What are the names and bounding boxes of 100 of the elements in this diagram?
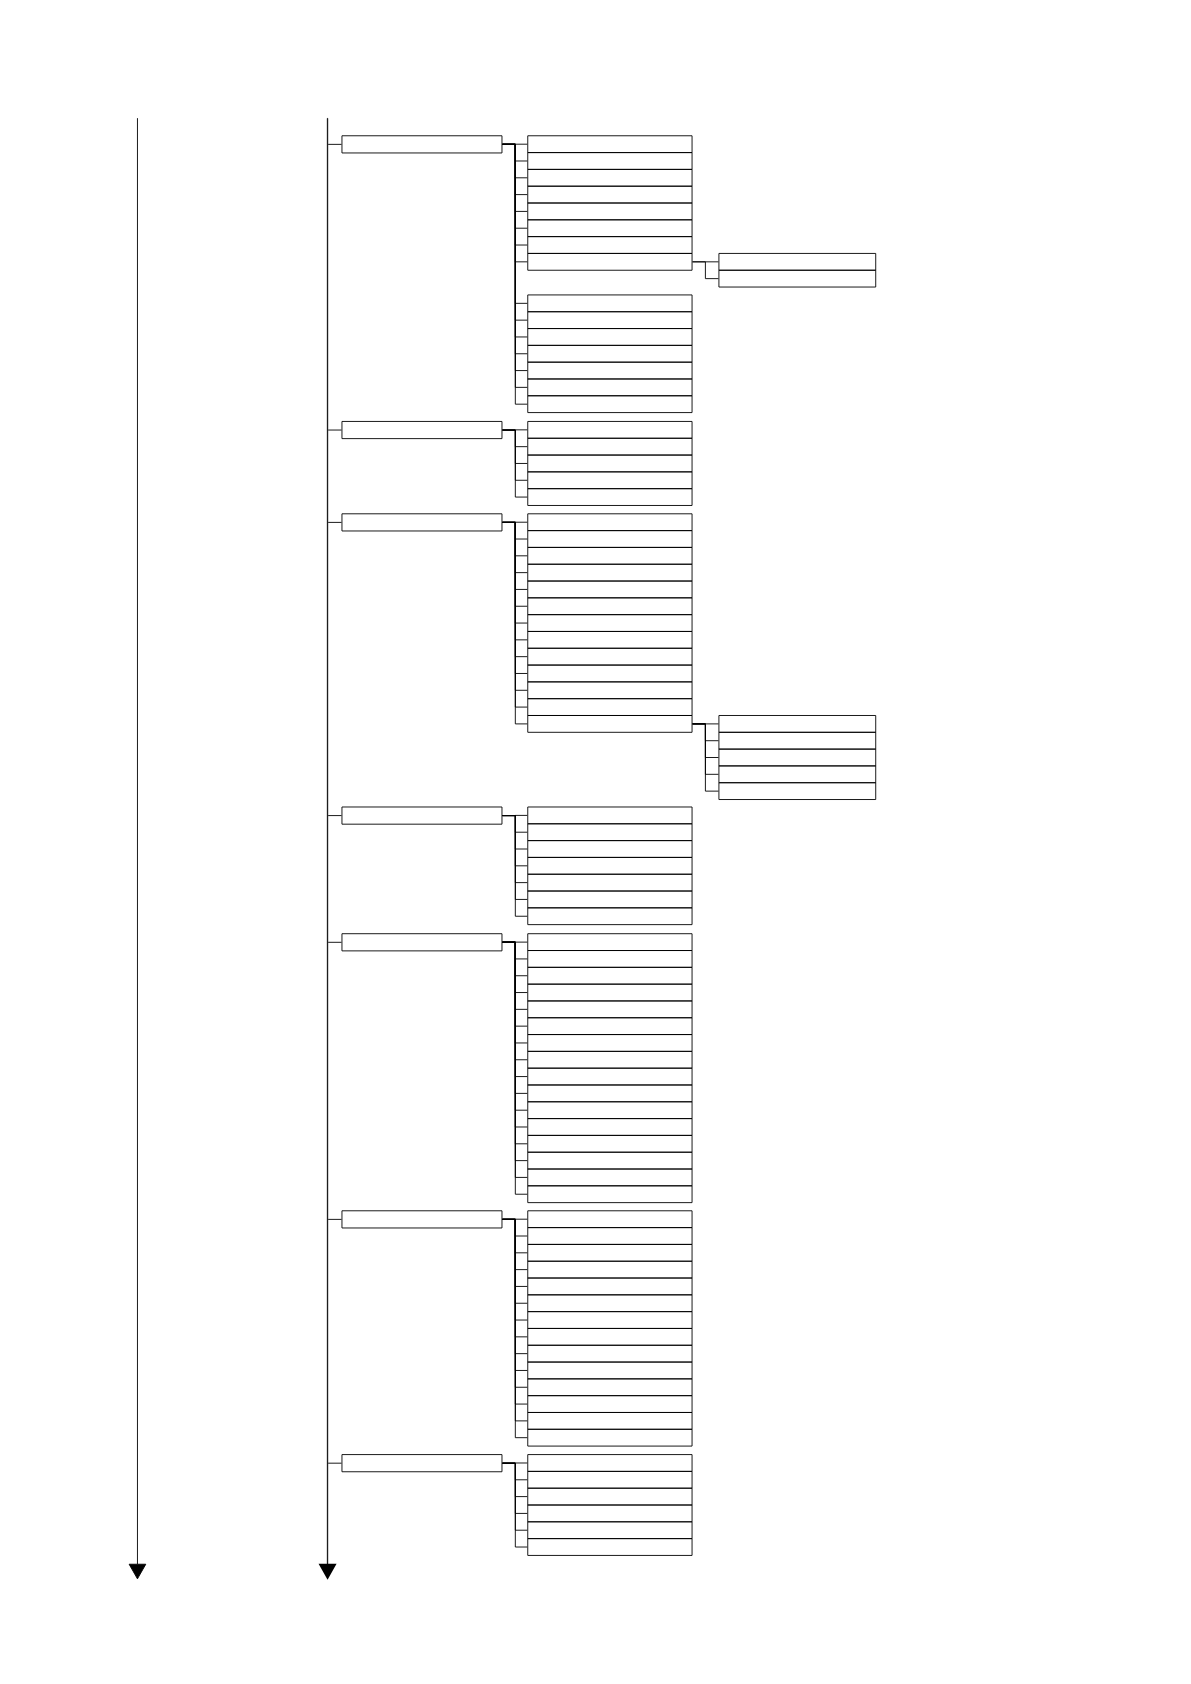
empty-box [527,840,693,858]
empty-box [718,731,877,750]
empty-box [527,513,693,532]
empty-box [527,421,693,439]
empty-box [527,454,693,473]
connector-line [502,429,528,498]
empty-box [527,1185,693,1204]
timeline-arrow [318,118,337,1580]
empty-box [527,202,693,221]
empty-box [527,966,693,985]
empty-box [527,1428,693,1447]
empty-box [527,1454,693,1472]
empty-box [527,806,693,825]
empty-box [527,1243,693,1262]
empty-box [527,1344,693,1363]
empty-box [341,135,503,154]
empty-box [527,1521,693,1540]
connector-line [327,815,342,817]
empty-box [527,1294,693,1313]
connector-line [502,1462,528,1548]
connector-line [502,815,528,917]
empty-box [527,873,693,892]
empty-box [527,597,693,616]
empty-box [527,907,693,926]
empty-box [527,580,693,599]
empty-box [341,806,503,825]
empty-box [527,1504,693,1523]
empty-box [527,530,693,548]
empty-box [527,1538,693,1556]
empty-box [527,856,693,875]
empty-box [527,664,693,683]
connector-line [327,941,342,943]
connector-line [327,1462,342,1464]
empty-box [527,631,693,649]
empty-box [527,253,693,271]
empty-box [527,471,693,490]
empty-box [527,1328,693,1346]
empty-box [527,135,693,154]
empty-box [527,983,693,1002]
empty-box [527,1277,693,1296]
empty-box [527,236,693,254]
empty-box [527,219,693,238]
empty-box [718,253,877,271]
empty-box [718,715,877,733]
empty-box [527,1017,693,1035]
empty-box [527,1050,693,1069]
empty-box [527,328,693,346]
empty-box [527,1210,693,1229]
empty-box [341,513,503,532]
empty-box [718,782,877,800]
empty-box [527,1487,693,1506]
empty-box [527,1378,693,1397]
empty-box [341,1210,503,1229]
empty-box [718,765,877,784]
connector-line [327,429,342,431]
empty-box [527,437,693,456]
empty-box [527,1034,693,1052]
empty-box [527,1084,693,1103]
empty-box [527,1067,693,1086]
empty-box [527,311,693,329]
empty-box [527,681,693,700]
empty-box [527,1260,693,1279]
empty-box [527,1361,693,1380]
empty-box [527,823,693,842]
empty-box [527,1412,693,1430]
empty-box [527,1151,693,1170]
empty-box [527,614,693,632]
connector-line [327,143,342,145]
empty-box [527,890,693,909]
empty-box [527,378,693,397]
empty-box [527,563,693,582]
empty-box [527,715,693,733]
connector-line [327,1218,342,1220]
empty-box [718,269,877,288]
empty-box [527,933,693,951]
empty-box [527,546,693,565]
empty-box [527,488,693,506]
connector-line [692,723,719,792]
empty-box [527,1000,693,1019]
connector-line [692,261,719,280]
empty-box [527,1168,693,1187]
empty-box [527,152,693,170]
empty-box [527,361,693,380]
empty-box [527,344,693,363]
empty-box [527,1118,693,1136]
empty-box [527,294,693,313]
empty-box [527,1470,693,1489]
empty-box [527,698,693,716]
empty-box [527,1395,693,1413]
connector-line [327,521,342,523]
empty-box [341,421,503,440]
empty-box [341,933,503,952]
empty-box [718,748,877,767]
empty-box [527,1101,693,1120]
empty-box [527,1311,693,1329]
empty-box [527,395,693,414]
empty-box [527,647,693,666]
empty-box [527,168,693,187]
empty-box [527,1134,693,1153]
empty-box [527,950,693,968]
